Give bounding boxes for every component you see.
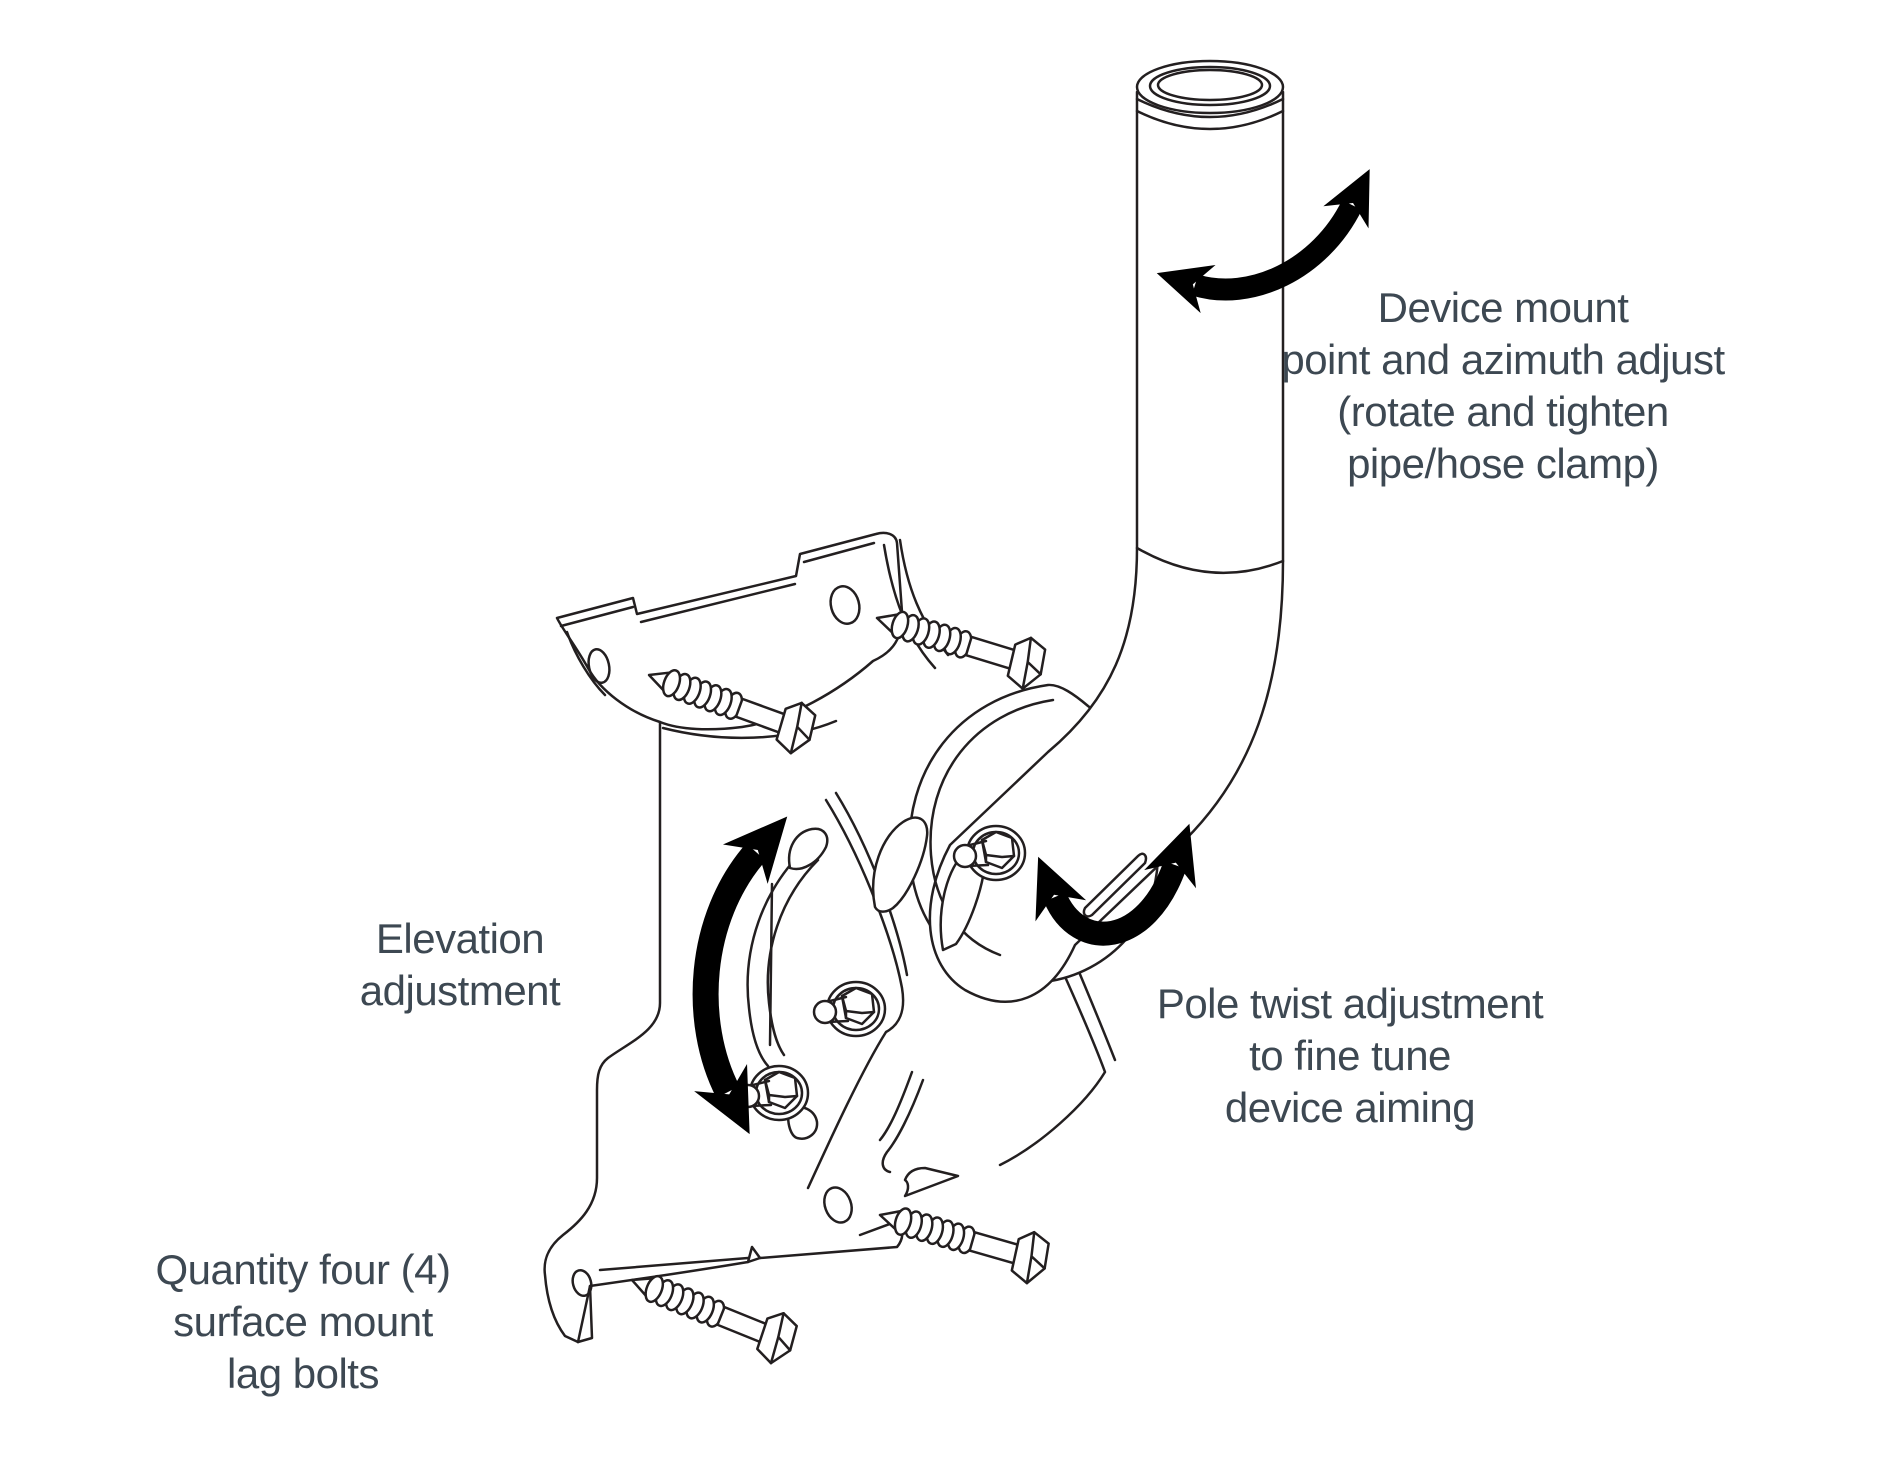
lag-bolt-bottom-left xyxy=(621,1254,804,1370)
label-line: Pole twist adjustment xyxy=(1156,980,1544,1027)
pole-twist-label: Pole twist adjustment to fine tune devic… xyxy=(1050,978,1650,1134)
plate-hole xyxy=(829,585,861,625)
azimuth-rotate-arrow-icon xyxy=(1156,169,1370,314)
label-line: surface mount xyxy=(173,1298,433,1345)
foot-detail xyxy=(571,1268,593,1298)
elevation-slot xyxy=(746,846,808,1068)
base-hole xyxy=(823,1186,853,1224)
elevation-arrow-icon xyxy=(692,816,788,1135)
pole-twist-arrow-icon xyxy=(1035,823,1196,946)
saddle-detail xyxy=(871,698,1055,957)
device-mount-label: Device mount point and azimuth adjust (r… xyxy=(1203,282,1803,490)
pivot-bolt xyxy=(812,980,887,1038)
label-line: Quantity four (4) xyxy=(155,1246,451,1293)
front-gusset xyxy=(543,720,829,1344)
label-line: Device mount xyxy=(1377,284,1629,331)
label-line: device aiming xyxy=(1224,1084,1476,1131)
elevation-adjustment-label: Elevation adjustment xyxy=(260,913,660,1017)
label-line: adjustment xyxy=(359,967,561,1014)
lag-bolts-label: Quantity four (4) surface mount lag bolt… xyxy=(53,1244,553,1400)
label-line: to fine tune xyxy=(1249,1032,1451,1079)
label-line: pipe/hose clamp) xyxy=(1347,440,1659,487)
label-line: lag bolts xyxy=(227,1350,379,1397)
label-line: Elevation xyxy=(375,915,545,962)
label-line: point and azimuth adjust xyxy=(1281,336,1725,383)
lag-bolt-top-left xyxy=(639,649,822,759)
slot-bolt xyxy=(735,1064,810,1122)
label-line: (rotate and tighten xyxy=(1337,388,1669,435)
lag-bolt-bottom-right xyxy=(871,1188,1055,1288)
plate-hole xyxy=(587,647,611,685)
